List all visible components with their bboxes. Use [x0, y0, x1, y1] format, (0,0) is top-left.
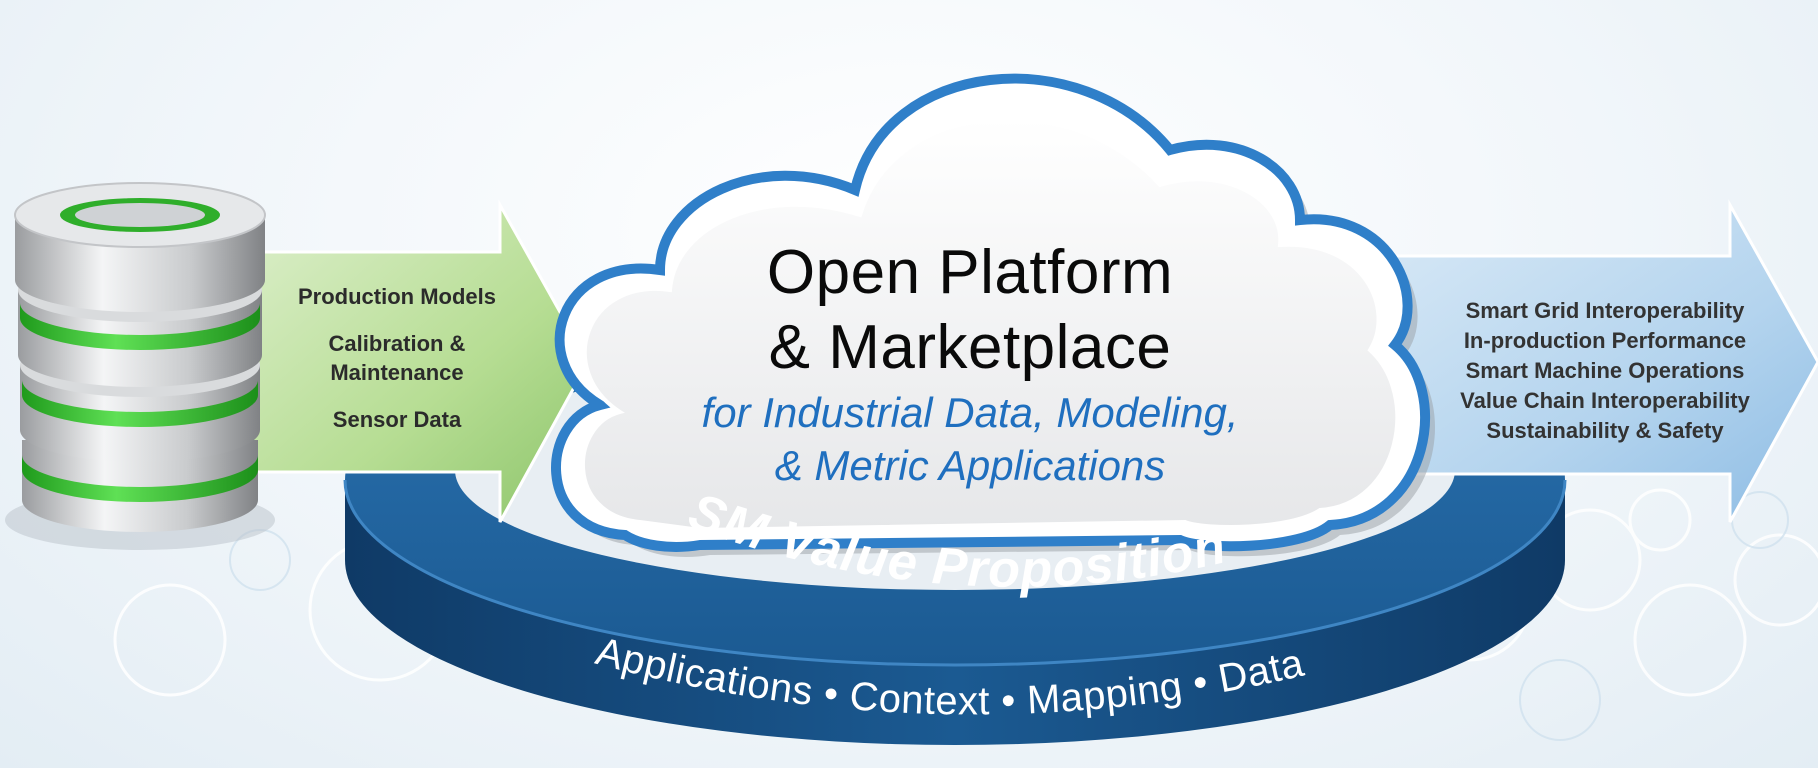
- left-item-sensor-data: Sensor Data: [332, 407, 462, 432]
- right-arrow-list: Smart Grid Interoperability In-productio…: [1420, 296, 1790, 446]
- cloud-title-line1: Open Platform: [766, 238, 1174, 307]
- left-input-arrow: [218, 199, 590, 523]
- left-item-production-models: Production Models: [298, 284, 496, 309]
- left-arrow-list: Production Models Calibration & Maintena…: [272, 282, 522, 452]
- right-item-sustainability: Sustainability & Safety: [1486, 418, 1724, 443]
- cloud-subtitle-line1: for Industrial Data, Modeling,: [701, 389, 1239, 436]
- cloud-title-line2: & Marketplace: [768, 313, 1172, 382]
- right-item-in-production: In-production Performance: [1463, 328, 1747, 353]
- cloud-text-block: Open Platform & Marketplace for Industri…: [640, 235, 1300, 491]
- database-icon: [5, 182, 275, 550]
- right-item-smart-machine: Smart Machine Operations: [1465, 358, 1745, 383]
- cloud-subtitle-line2: & Metric Applications: [774, 442, 1166, 489]
- right-item-value-chain: Value Chain Interoperability: [1460, 388, 1750, 413]
- left-item-calibration: Calibration & Maintenance: [328, 331, 466, 385]
- cloud-icon: [551, 73, 1436, 557]
- right-item-smart-grid: Smart Grid Interoperability: [1465, 298, 1745, 323]
